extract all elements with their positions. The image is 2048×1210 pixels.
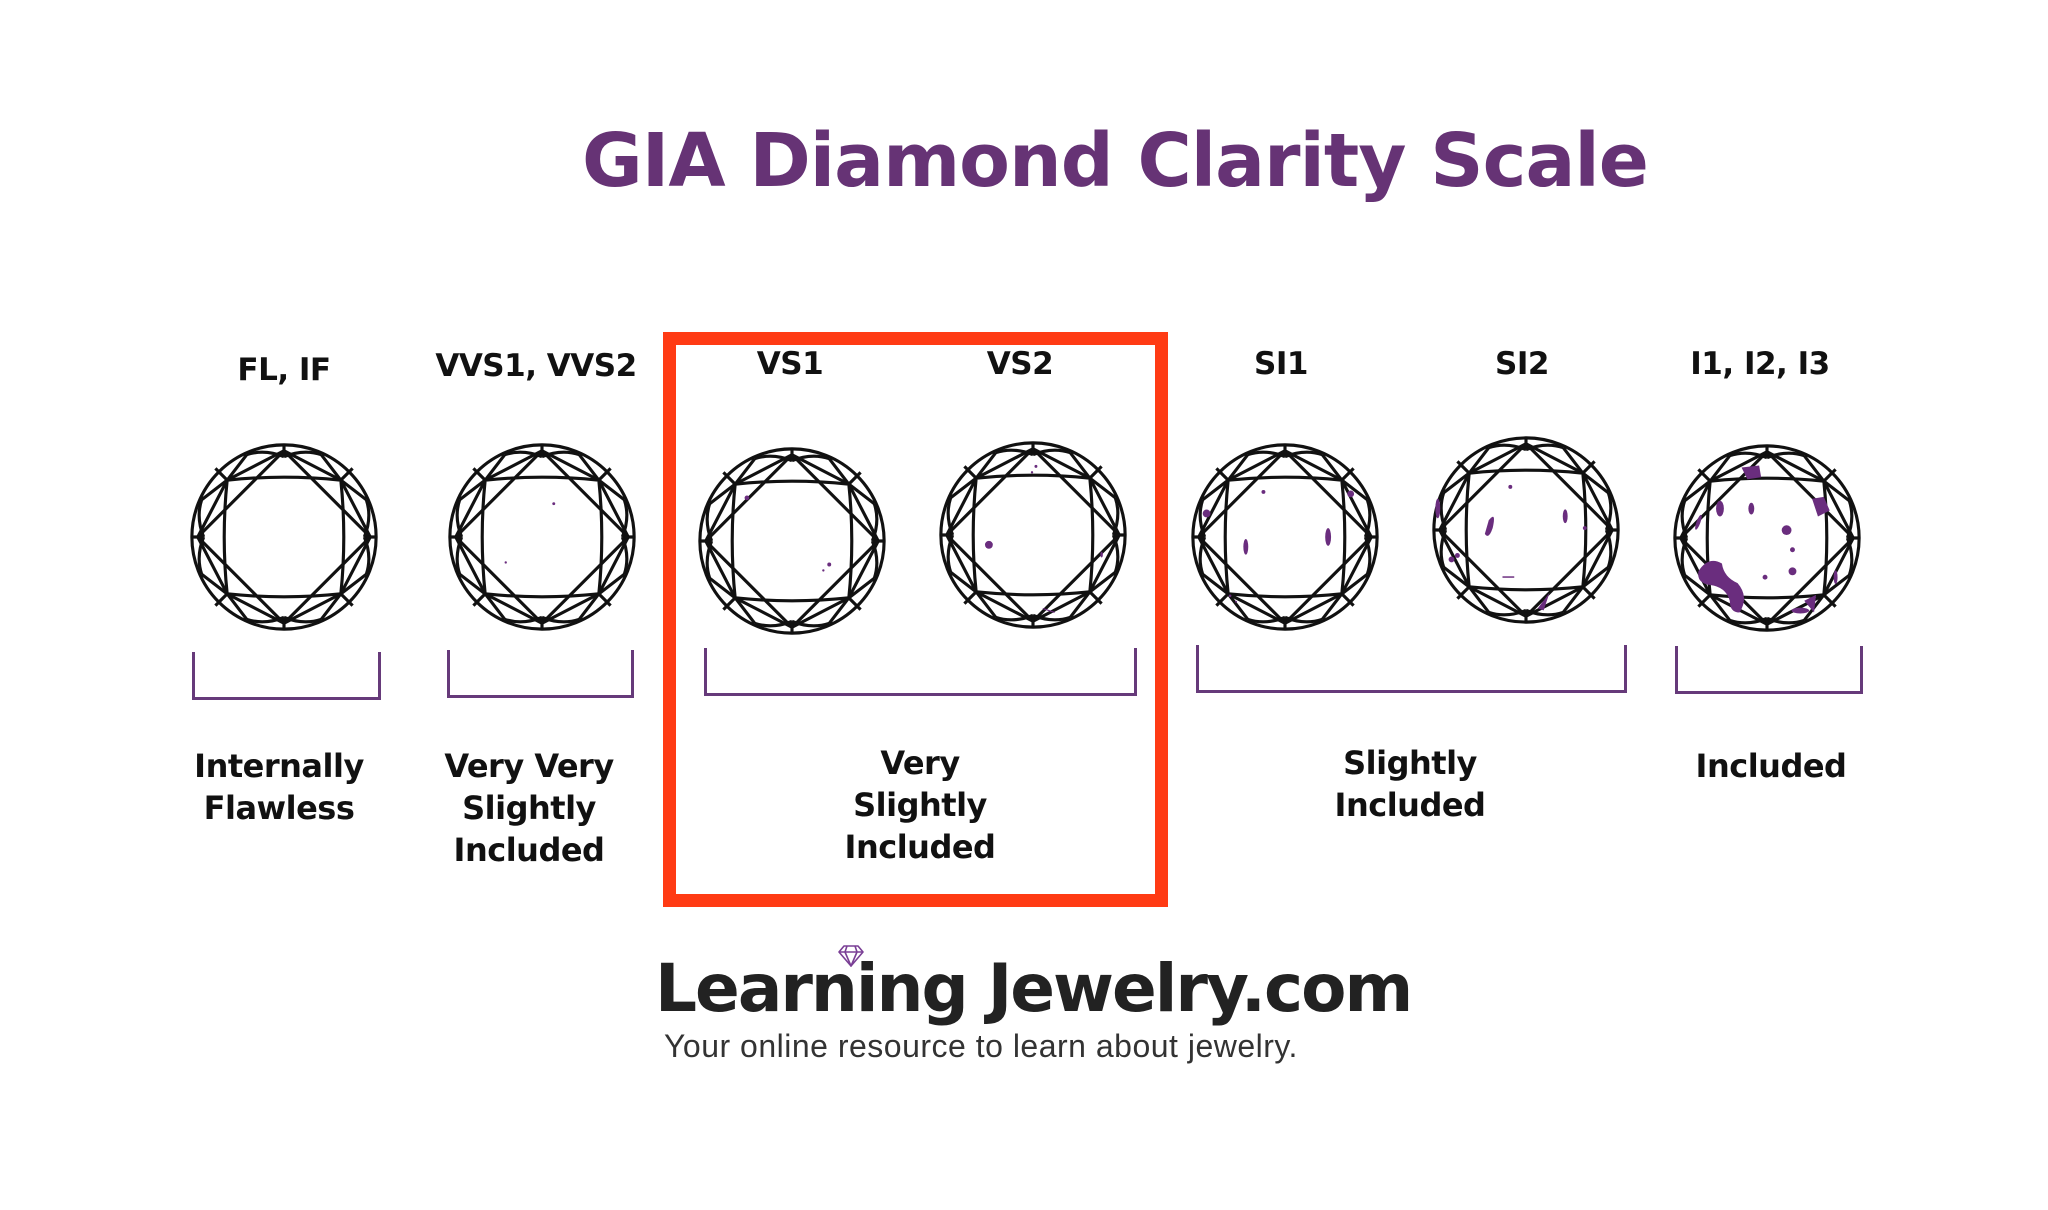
grade-label-vvs: VVS1, VVS2 [435,348,637,384]
bracket-si [1196,645,1627,693]
diamond-vvs [448,443,636,631]
logo-text: Learning Jewelry.com [655,950,1413,1027]
highlight-box-vs [663,332,1168,907]
diamond-si2 [1432,436,1620,624]
description-very-very-slightly-included: Very Very Slightly Included [444,747,614,869]
grade-label-vs1: VS1 [756,346,824,382]
diamond-fl-if [190,443,378,631]
page-title: GIA Diamond Clarity Scale [582,118,1649,204]
bracket-fl-if [192,652,381,700]
grade-label-i: I1, I2, I3 [1690,346,1830,382]
diamond-vs2 [939,441,1127,629]
grade-label-si2: SI2 [1495,346,1549,382]
description-included: Included [1695,747,1847,785]
grade-label-fl-if: FL, IF [237,352,331,388]
description-slightly-included: Slightly Included [1334,744,1486,824]
grade-label-vs2: VS2 [986,346,1054,382]
diamond-icon [838,945,864,967]
diamond-i [1673,444,1861,632]
description-very-slightly-included: Very Slightly Included [844,744,996,866]
diamond-si1 [1191,443,1379,631]
diamond-vs1 [698,447,886,635]
bracket-vvs [447,650,634,698]
grade-label-si1: SI1 [1254,346,1308,382]
bracket-i [1675,646,1863,694]
bracket-vs [704,648,1137,696]
logo-tagline: Your online resource to learn about jewe… [664,1028,1298,1064]
description-internally-flawless: Internally Flawless [194,747,364,827]
